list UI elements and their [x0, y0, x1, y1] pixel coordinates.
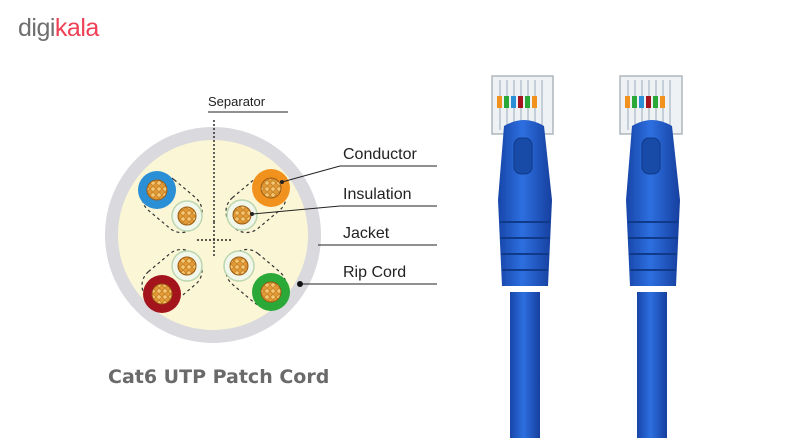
insulation-pointer-dot [250, 212, 254, 216]
conductor-wire [229, 256, 249, 276]
conductor-label: Conductor [343, 146, 417, 163]
pair-brown [143, 250, 203, 313]
pair-green [223, 250, 290, 311]
cable-segment [637, 292, 667, 438]
latch-tab [641, 137, 661, 175]
separator-cross [197, 120, 231, 258]
conductor-wire [146, 179, 168, 201]
conductor-wire [151, 283, 173, 305]
strain-relief-boot [626, 120, 680, 286]
product-caption: Cat6 UTP Patch Cord [108, 366, 329, 388]
jacket-label: Jacket [343, 225, 390, 242]
rj45-connector-left [491, 75, 554, 438]
latch-tab [513, 137, 533, 175]
conductor-wire [177, 206, 197, 226]
conductor-pointer-dot [280, 180, 284, 184]
rip-cord-dot [297, 281, 303, 287]
insulation-label: Insulation [343, 186, 412, 203]
conductor-wire [260, 177, 282, 199]
conductor-wire [177, 256, 197, 276]
boot-ribs [500, 221, 550, 271]
cable-cross-section [105, 120, 321, 343]
separator-label: Separator [208, 94, 266, 109]
leader-lines [251, 165, 437, 285]
rj45-connector-right [619, 75, 683, 438]
conductor-wire [260, 281, 282, 303]
logo-part-kala: kala [54, 14, 99, 42]
rip-cord-label: Rip Cord [343, 264, 406, 281]
strain-relief-boot [498, 120, 552, 286]
pair-blue [138, 171, 203, 232]
plug-wire-colors [497, 96, 537, 108]
conductor-wire [232, 205, 252, 225]
logo-part-digi: digi [18, 14, 55, 42]
cable-segment [510, 292, 540, 438]
plug-wire-colors [625, 96, 665, 108]
pair-orange [226, 169, 290, 231]
digikala-logo: digikala [18, 14, 99, 43]
boot-ribs [628, 221, 678, 271]
